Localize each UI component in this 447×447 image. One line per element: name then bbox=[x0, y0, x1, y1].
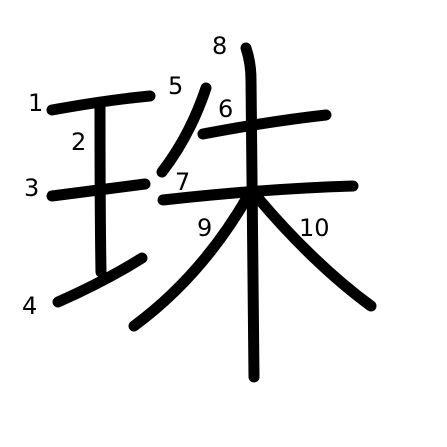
stroke-number-1: 1 bbox=[28, 89, 43, 117]
stroke-number-3: 3 bbox=[24, 174, 39, 202]
stroke-number-6: 6 bbox=[218, 95, 233, 123]
stroke-number-7: 7 bbox=[175, 168, 190, 196]
stroke-5 bbox=[156, 82, 212, 178]
stroke-4 bbox=[52, 252, 148, 308]
stroke-number-labels: 1 2 3 4 5 6 7 8 9 10 bbox=[22, 32, 330, 320]
character-strokes bbox=[46, 42, 377, 383]
stroke-8 bbox=[240, 42, 260, 383]
stroke-3 bbox=[46, 178, 151, 202]
stroke-number-4: 4 bbox=[22, 292, 37, 320]
stroke-number-5: 5 bbox=[168, 72, 183, 100]
stroke-10 bbox=[252, 192, 377, 312]
stroke-number-9: 9 bbox=[197, 214, 212, 242]
stroke-6 bbox=[197, 109, 332, 140]
stroke-9 bbox=[128, 190, 254, 332]
stroke-number-2: 2 bbox=[71, 128, 86, 156]
stroke-number-10: 10 bbox=[299, 214, 330, 242]
stroke-7 bbox=[157, 180, 359, 206]
stroke-number-8: 8 bbox=[212, 32, 227, 60]
